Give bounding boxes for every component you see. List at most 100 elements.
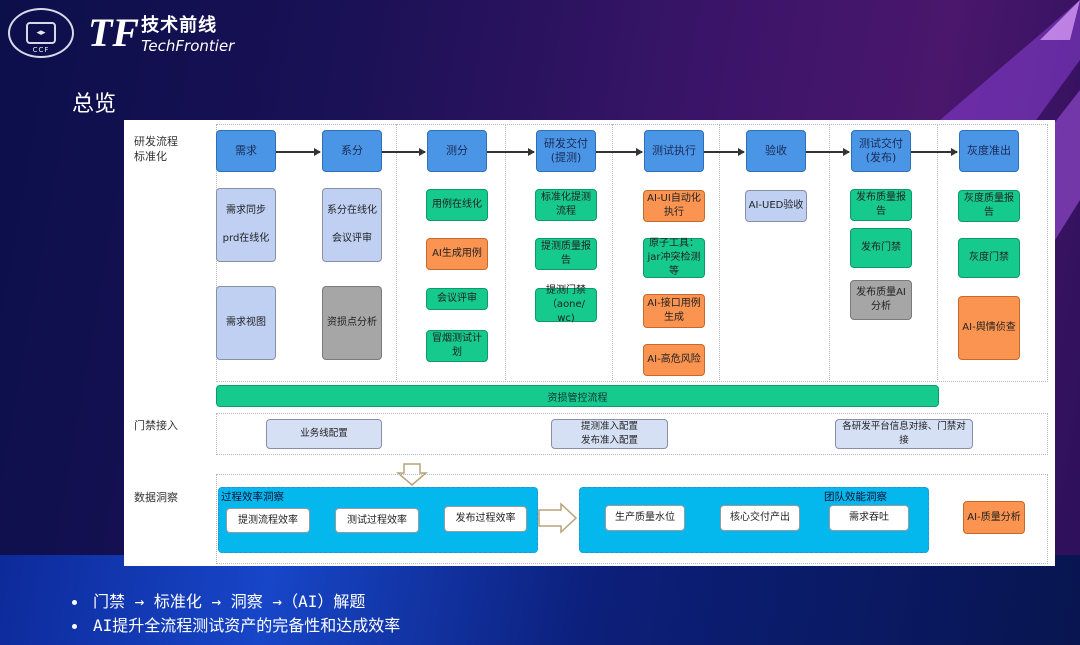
stage-head-label: 系分 <box>341 144 363 157</box>
page-title: 总览 <box>72 92 117 117</box>
loss-control-label: 资损管控流程 <box>547 392 608 404</box>
stage-item: 需求同步 prd在线化 <box>216 188 276 262</box>
column-divider <box>719 124 720 380</box>
logo-cn: 技术前线 <box>141 15 218 36</box>
stage-head-label: 验收 <box>765 144 787 157</box>
summary-bullets: 门禁 → 标准化 → 洞察 →（AI）解题 AI提升全流程测试资产的完备性和达成… <box>72 590 400 638</box>
insight-item: 提测流程效率 <box>226 508 310 533</box>
stage-item-label: 资损点分析 <box>327 317 377 328</box>
stage-head-label: 测试交付 (发布) <box>859 137 903 164</box>
stage-item: 原子工具： jar冲突检测 等 <box>643 238 705 278</box>
column-divider <box>612 124 613 380</box>
bullet-item: 门禁 → 标准化 → 洞察 →（AI）解题 <box>72 590 400 614</box>
stage-item: 提测质量报告 <box>535 238 597 270</box>
insight-item-label: 需求吞吐 <box>849 512 889 523</box>
stage-item-label: 用例在线化 <box>432 199 482 210</box>
stage-item-label: AI生成用例 <box>432 248 482 259</box>
stage-item-label: AI-UED验收 <box>748 200 804 211</box>
insight-item: 需求吞吐 <box>829 505 909 531</box>
stage-item: 灰度质量报告 <box>958 190 1020 222</box>
stage-item: 提测门禁（aone/ wc) <box>535 285 597 324</box>
stage-item-label: 发布质量报告 <box>856 192 906 217</box>
flow-arrow-icon <box>487 148 535 155</box>
stage-item-label: AI-UI自动化 执行 <box>647 193 701 218</box>
stage-item-label: 提测质量报告 <box>541 241 591 266</box>
stage-item-label: 冒烟测试计划 <box>432 333 482 358</box>
ai-quality-analysis: AI-质量分析 <box>963 501 1025 534</box>
stage-head: 需求 <box>216 130 276 172</box>
insight-item: 发布过程效率 <box>444 506 527 532</box>
bullet-text: AI提升全流程测试资产的完备性和达成效率 <box>93 616 401 635</box>
stage-head: 测试交付 (发布) <box>851 130 911 172</box>
stage-head-label: 研发交付 (提测) <box>544 137 588 164</box>
stage-item: 灰度门禁 <box>958 238 1020 278</box>
insight-item: 生产质量水位 <box>605 505 685 531</box>
flow-arrow-icon <box>382 148 426 155</box>
stage-item: 发布质量报告 <box>850 189 912 221</box>
brand-logo: ◂▸ CCF TF 技术前线 TechFrontier <box>8 8 234 58</box>
stage-item-label: 提测门禁（aone/ wc) <box>546 285 586 324</box>
insight-item-label: 发布过程效率 <box>455 513 516 524</box>
stage-head-label: 测试执行 <box>652 144 696 157</box>
stage-item: AI-舆情侦查 <box>958 296 1020 360</box>
flow-arrow-icon <box>596 148 643 155</box>
stage-item-label: 灰度质量报告 <box>964 193 1014 218</box>
stage-item: AI生成用例 <box>426 238 488 270</box>
flow-arrow-icon <box>911 148 958 155</box>
stage-item: 标准化提测流程 <box>535 189 597 221</box>
stage-head-label: 测分 <box>446 144 468 157</box>
flow-arrow-icon <box>704 148 745 155</box>
row-label-standardization: 研发流程 标准化 <box>134 135 178 163</box>
gate-item-label: 提测准入配置 发布准入配置 <box>580 421 638 446</box>
stage-item: 需求视图 <box>216 286 276 360</box>
gate-item-label: 各研发平台信息对接、门禁对接 <box>842 421 966 446</box>
stage-item-label: 灰度门禁 <box>969 252 1009 263</box>
overview-diagram: 研发流程 标准化 门禁接入 数据洞察 需求需求同步 prd在线化需求视图 系分系分… <box>124 120 1055 566</box>
stage-item-label: 标准化提测流程 <box>541 192 591 217</box>
bullet-dot-icon <box>72 623 77 629</box>
stage-item-label: 需求同步 prd在线化 <box>222 205 270 244</box>
row-label-insight: 数据洞察 <box>134 491 178 504</box>
insight-item-label: 核心交付产出 <box>730 512 790 523</box>
flow-arrow-icon <box>276 148 321 155</box>
row-label-gate: 门禁接入 <box>134 419 178 432</box>
right-arrow-icon <box>538 502 578 534</box>
stage-item: AI-UI自动化 执行 <box>643 190 705 222</box>
stage-item: 冒烟测试计划 <box>426 330 488 362</box>
insight-item-label: 生产质量水位 <box>615 512 675 523</box>
insight-item: 测试过程效率 <box>335 508 419 533</box>
stage-item: 用例在线化 <box>426 189 488 221</box>
stage-item: 发布门禁 <box>850 228 912 268</box>
stage-head: 研发交付 (提测) <box>536 130 596 172</box>
flow-arrow-icon <box>806 148 850 155</box>
bullet-dot-icon <box>72 599 77 605</box>
stage-item-label: AI-高危风险 <box>647 354 701 365</box>
stage-item: AI-UED验收 <box>745 190 807 222</box>
stage-item-label: 发布质量AI 分析 <box>856 287 906 312</box>
gate-item: 各研发平台信息对接、门禁对接 <box>835 419 973 449</box>
loss-control-bar: 资损管控流程 <box>216 385 939 407</box>
insight-item-label: 提测流程效率 <box>238 514 298 526</box>
stage-item-label: 发布门禁 <box>861 242 901 253</box>
gate-row-frame <box>216 413 1048 455</box>
logo-en: TechFrontier <box>141 37 235 55</box>
stage-item-label: 原子工具： jar冲突检测 等 <box>647 238 701 277</box>
gate-item: 业务线配置 <box>266 419 382 449</box>
stage-item-label: 需求视图 <box>226 317 266 328</box>
insight-item-label: 测试过程效率 <box>347 514 407 526</box>
stage-head: 系分 <box>322 130 382 172</box>
stage-item-label: AI-舆情侦查 <box>962 322 1016 333</box>
stage-head: 测试执行 <box>644 130 704 172</box>
stage-head: 灰度准出 <box>959 130 1019 172</box>
insight-row-frame <box>216 474 1048 564</box>
stage-item: AI-高危风险 <box>643 344 705 376</box>
team-efficiency-label: 团队效能洞察 <box>824 491 887 503</box>
stage-head-label: 需求 <box>235 144 257 157</box>
stage-head-label: 灰度准出 <box>967 144 1011 157</box>
column-divider <box>396 124 397 380</box>
bottom-glow <box>0 555 1080 645</box>
stage-item: 发布质量AI 分析 <box>850 280 912 320</box>
stage-item-label: AI-接口用例 生成 <box>647 298 701 323</box>
ai-quality-analysis-label: AI-质量分析 <box>967 511 1021 523</box>
stage-item-label: 系分在线化 会议评审 <box>327 205 377 244</box>
